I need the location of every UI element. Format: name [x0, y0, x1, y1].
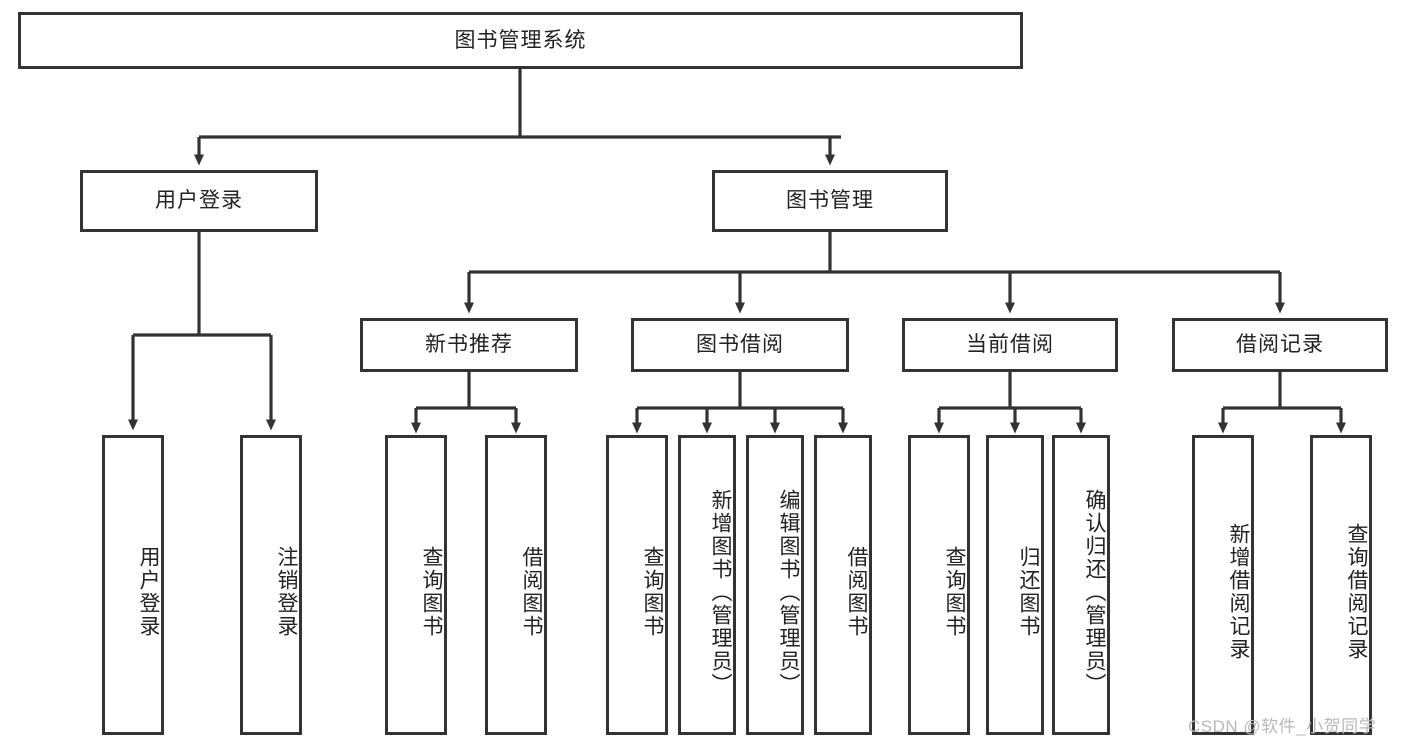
node-leaf-borrow-book-rec[interactable]: 借阅图书: [485, 435, 547, 735]
node-leaf-edit-book[interactable]: 编辑图书（管理员）: [746, 435, 804, 735]
node-book-borrow[interactable]: 图书借阅: [631, 318, 849, 372]
node-root-label: 图书管理系统: [454, 28, 587, 52]
node-leaf-borrow-book-label: 借阅图书: [845, 546, 868, 638]
node-leaf-query-book-cur[interactable]: 查询图书: [908, 435, 970, 735]
node-leaf-add-book[interactable]: 新增图书（管理员）: [678, 435, 736, 735]
node-new-book-recommend[interactable]: 新书推荐: [360, 318, 578, 372]
node-leaf-confirm-return-label: 确认归还（管理员）: [1083, 488, 1106, 696]
node-leaf-add-record-label: 新增借阅记录: [1227, 523, 1250, 661]
node-leaf-query-record[interactable]: 查询借阅记录: [1310, 435, 1372, 735]
node-leaf-add-book-label: 新增图书（管理员）: [709, 488, 732, 696]
node-leaf-query-book-borrow[interactable]: 查询图书: [606, 435, 668, 735]
csdn-watermark: CSDN @软件_小贺同学: [1188, 717, 1377, 736]
node-leaf-borrow-book[interactable]: 借阅图书: [814, 435, 872, 735]
node-user-login-label: 用户登录: [155, 189, 243, 213]
node-leaf-logout[interactable]: 注销登录: [240, 435, 302, 735]
node-book-manage[interactable]: 图书管理: [712, 170, 948, 232]
node-leaf-query-book-rec-label: 查询图书: [420, 546, 443, 638]
node-leaf-logout-label: 注销登录: [275, 546, 298, 638]
node-leaf-borrow-book-rec-label: 借阅图书: [520, 546, 543, 638]
node-leaf-confirm-return[interactable]: 确认归还（管理员）: [1052, 435, 1110, 735]
node-current-borrow-label: 当前借阅: [966, 333, 1054, 357]
node-leaf-return-book-label: 归还图书: [1017, 546, 1040, 638]
node-root[interactable]: 图书管理系统: [18, 12, 1023, 69]
node-leaf-user-login[interactable]: 用户登录: [102, 435, 164, 735]
node-borrow-record-label: 借阅记录: [1236, 333, 1324, 357]
node-book-borrow-label: 图书借阅: [696, 333, 784, 357]
node-leaf-add-record[interactable]: 新增借阅记录: [1192, 435, 1254, 735]
node-user-login[interactable]: 用户登录: [80, 170, 318, 232]
node-leaf-query-book-rec[interactable]: 查询图书: [385, 435, 447, 735]
node-leaf-user-login-label: 用户登录: [137, 546, 160, 638]
node-leaf-return-book[interactable]: 归还图书: [986, 435, 1044, 735]
node-leaf-query-book-cur-label: 查询图书: [943, 546, 966, 638]
node-leaf-edit-book-label: 编辑图书（管理员）: [777, 488, 800, 696]
node-borrow-record[interactable]: 借阅记录: [1172, 318, 1388, 372]
node-new-book-recommend-label: 新书推荐: [425, 333, 513, 357]
node-leaf-query-record-label: 查询借阅记录: [1345, 523, 1368, 661]
node-book-manage-label: 图书管理: [786, 189, 874, 213]
node-current-borrow[interactable]: 当前借阅: [902, 318, 1118, 372]
node-leaf-query-book-borrow-label: 查询图书: [641, 546, 664, 638]
